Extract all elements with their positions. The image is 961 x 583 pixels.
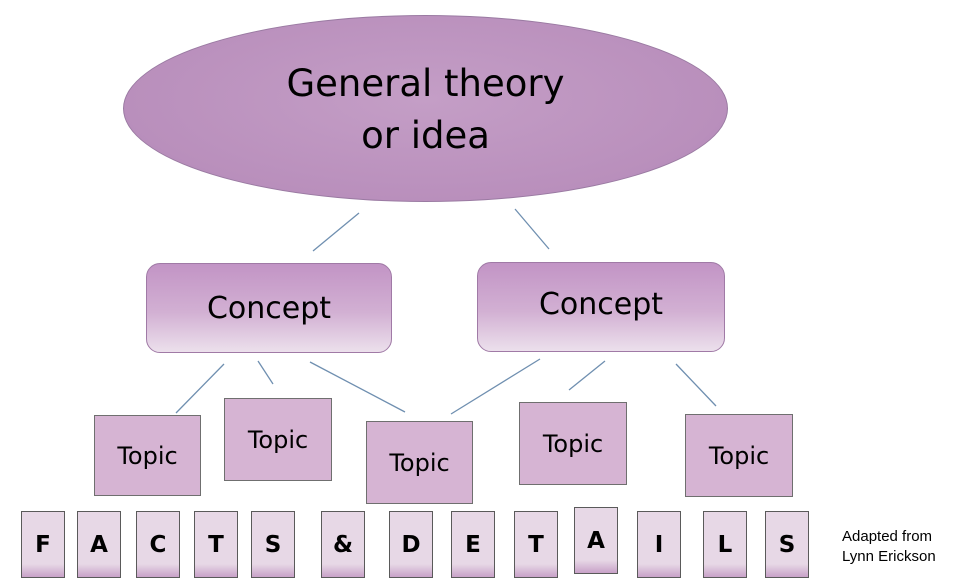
fact-letter: E — [465, 531, 481, 558]
fact-letter: A — [90, 531, 108, 558]
connector-concept1-topic2 — [257, 360, 274, 385]
topic-label-5: Topic — [708, 441, 770, 470]
fact-letter-box: & — [321, 511, 365, 578]
connector-concept2-topic4 — [568, 360, 606, 391]
connector-concept1-topic3 — [309, 361, 406, 413]
fact-letter-box: T — [194, 511, 238, 578]
fact-letter: & — [332, 531, 354, 558]
fact-letter-box: I — [637, 511, 681, 578]
topic-box-1: Topic — [94, 415, 201, 496]
fact-letter: A — [587, 527, 605, 554]
connector-theory-concept-right — [514, 208, 550, 250]
fact-letter-box: S — [765, 511, 809, 578]
general-theory-ellipse: General theory or idea — [123, 15, 728, 202]
fact-letter-box: L — [703, 511, 747, 578]
topic-label-2: Topic — [247, 425, 309, 454]
general-theory-line-2: or idea — [361, 113, 490, 157]
topic-label-3: Topic — [389, 448, 450, 477]
connector-concept2-topic3 — [450, 358, 541, 415]
concept-label-right: Concept — [538, 286, 664, 322]
fact-letter-box: E — [451, 511, 495, 578]
attribution-credit: Adapted from Lynn Erickson — [842, 527, 936, 567]
topic-box-5: Topic — [685, 414, 793, 497]
connector-theory-concept-left — [312, 212, 360, 252]
fact-letter: D — [401, 531, 421, 558]
topic-box-4: Topic — [519, 402, 627, 485]
fact-letter: T — [208, 531, 224, 558]
fact-letter-box: C — [136, 511, 180, 578]
concept-box-left: Concept — [146, 263, 392, 353]
fact-letter: C — [149, 531, 167, 558]
fact-letter: S — [264, 531, 282, 558]
fact-letter-box: D — [389, 511, 433, 578]
general-theory-line-1: General theory — [286, 61, 565, 105]
fact-letter-box: F — [21, 511, 65, 578]
topic-label-4: Topic — [542, 429, 604, 458]
fact-letter-box: S — [251, 511, 295, 578]
credit-line-1: Adapted from — [842, 528, 933, 545]
fact-letter: S — [778, 531, 796, 558]
fact-letter-box: T — [514, 511, 558, 578]
concept-label-left: Concept — [206, 290, 332, 326]
fact-letter-box: A — [574, 507, 618, 574]
connector-concept1-topic1 — [175, 363, 225, 414]
fact-letter-box: A — [77, 511, 121, 578]
fact-letter: I — [654, 531, 664, 558]
topic-label-1: Topic — [117, 441, 178, 470]
fact-letter: F — [35, 531, 51, 558]
fact-letter: T — [528, 531, 544, 558]
credit-line-2: Lynn Erickson — [842, 548, 936, 565]
concept-box-right: Concept — [477, 262, 725, 352]
connector-concept2-topic5 — [675, 363, 717, 407]
topic-box-2: Topic — [224, 398, 332, 481]
fact-letter: L — [717, 531, 733, 558]
general-theory-label: General theory or idea — [261, 58, 591, 162]
topic-box-3: Topic — [366, 421, 473, 504]
